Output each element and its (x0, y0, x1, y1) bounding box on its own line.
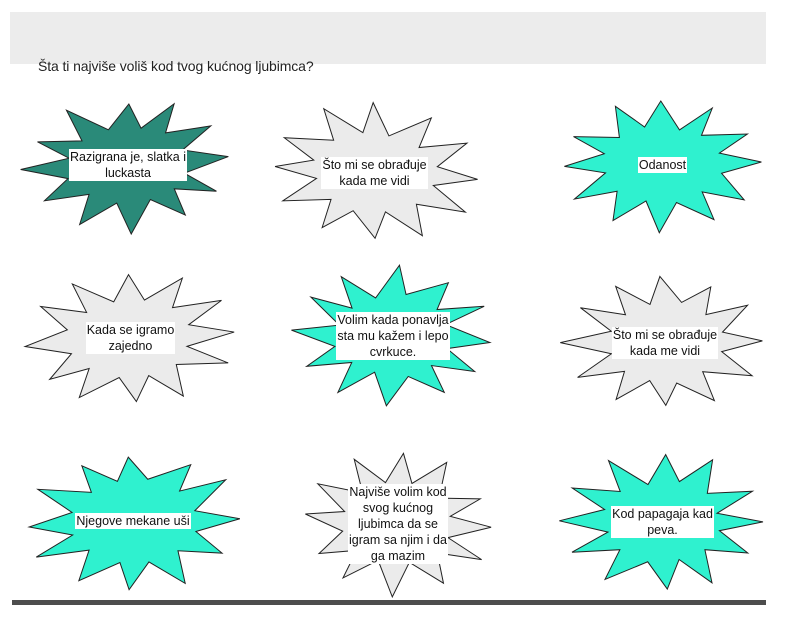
starburst-shape (564, 100, 762, 234)
starburst-polygon (559, 453, 764, 591)
answer-burst: Volim kada ponavlja sta mu kažem i lepo … (288, 262, 498, 410)
starburst-polygon (564, 100, 762, 234)
answer-burst: Odanost (555, 95, 770, 235)
starburst-shape (560, 275, 763, 407)
starburst-polygon (274, 101, 478, 240)
starburst-shape (27, 456, 241, 591)
answer-burst: Najviše volim kod svog kućnog ljubimca d… (298, 450, 498, 599)
bottom-bar (12, 600, 766, 605)
header-bar (10, 12, 766, 64)
starburst-polygon (560, 275, 763, 407)
answer-burst: Kod papagaja kad peva. (555, 448, 770, 596)
starburst-polygon (23, 273, 235, 403)
answer-burst: Što mi se obrađuje kada me vidi (262, 100, 487, 245)
starburst-polygon (27, 456, 241, 591)
starburst-shape (23, 273, 235, 403)
starburst-polygon (291, 263, 492, 407)
starburst-shape (559, 453, 764, 591)
answer-burst: Kada se igramo zajedno (18, 265, 243, 410)
starburst-polygon (20, 102, 229, 236)
starburst-shape (20, 102, 229, 236)
starburst-polygon (305, 452, 492, 599)
answer-burst: Razigrana je, slatka i luckasta (18, 95, 238, 236)
starburst-shape (291, 263, 492, 407)
answer-burst: Što mi se obrađuje kada me vidi (560, 270, 770, 415)
question-title: Šta ti najviše voliš kod tvog kućnog lju… (38, 58, 314, 74)
answer-burst: Njegove mekane uši (18, 447, 248, 595)
starburst-shape (305, 452, 492, 599)
starburst-shape (274, 101, 478, 240)
